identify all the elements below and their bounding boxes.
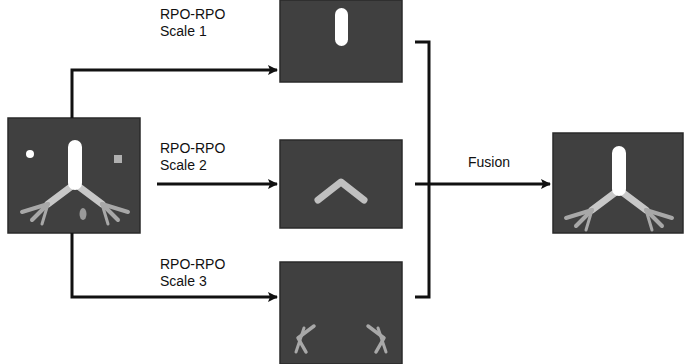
flow-arrow (429, 183, 550, 186)
flow-arrow (72, 233, 277, 297)
output-image (553, 133, 683, 233)
image-frame (280, 262, 402, 364)
scale-image (280, 262, 402, 364)
branch-shape (296, 328, 304, 352)
fusion-label: Fusion (468, 154, 538, 171)
scale-label: RPO-RPO Scale 3 (160, 256, 232, 290)
scale-label: RPO-RPO Scale 1 (160, 6, 232, 40)
airway-tree (22, 140, 128, 224)
image-frame (553, 133, 683, 233)
trachea-shape (335, 8, 348, 46)
scale-image (280, 140, 402, 228)
flow-arrow (72, 70, 277, 118)
image-frame (280, 0, 402, 82)
noise-square (114, 155, 122, 163)
flow-arrow (157, 183, 277, 186)
branch-shape (378, 328, 386, 352)
input-image (8, 118, 140, 233)
airway-tree (566, 146, 672, 230)
image-frame (280, 140, 402, 228)
scale-label: RPO-RPO Scale 2 (160, 140, 232, 174)
scale-image (280, 0, 402, 82)
noise-dot (26, 150, 34, 158)
noise-ellipse (80, 208, 87, 220)
fusion-bracket (415, 183, 429, 186)
fusion-bracket (415, 42, 429, 297)
image-frame (8, 118, 140, 233)
bronchi-shape (318, 182, 364, 200)
